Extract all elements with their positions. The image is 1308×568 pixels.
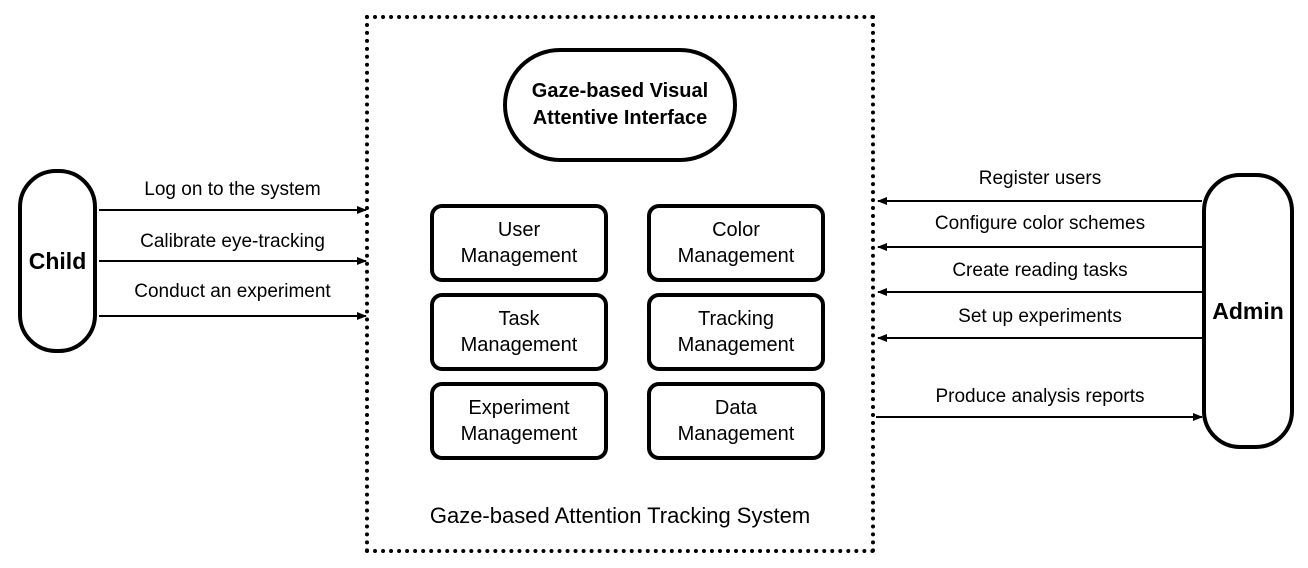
module-line-2: Management bbox=[677, 334, 795, 356]
child-actor: Child bbox=[18, 169, 97, 353]
visual-attentive-interface: Gaze-based Visual Attentive Interface bbox=[503, 48, 737, 162]
module-line-1: Color bbox=[712, 219, 760, 241]
admin-actor: Admin bbox=[1202, 173, 1294, 449]
admin-flow-label: Create reading tasks bbox=[952, 260, 1128, 281]
module-line-2: Management bbox=[460, 334, 578, 356]
admin-label: Admin bbox=[1212, 297, 1284, 324]
interface-line-2: Attentive Interface bbox=[532, 107, 708, 129]
module-line-2: Management bbox=[677, 245, 795, 267]
module-line-1: Tracking bbox=[698, 308, 774, 330]
module-line-1: Data bbox=[714, 397, 758, 419]
child-flow-label: Log on to the system bbox=[144, 179, 321, 200]
system-boundary bbox=[365, 15, 875, 553]
child-flow-label: Conduct an experiment bbox=[134, 281, 331, 302]
module-line-2: Management bbox=[677, 423, 795, 445]
admin-flow-label: Configure color schemes bbox=[934, 213, 1146, 234]
system-title: Gaze-based Attention Tracking System bbox=[429, 503, 811, 528]
interface-line-1: Gaze-based Visual bbox=[531, 80, 709, 102]
child-label: Child bbox=[28, 247, 87, 274]
module-line-2: Management bbox=[460, 245, 578, 267]
module-line-1: Experiment bbox=[468, 397, 570, 419]
admin-flow-label: Produce analysis reports bbox=[935, 386, 1145, 407]
admin-flow-label: Set up experiments bbox=[958, 306, 1122, 327]
module-line-2: Management bbox=[460, 423, 578, 445]
module-line-1: User bbox=[497, 219, 541, 241]
module-line-1: Task bbox=[498, 308, 540, 330]
child-flow-label: Calibrate eye-tracking bbox=[140, 231, 325, 252]
admin-flow-label: Register users bbox=[978, 168, 1102, 189]
